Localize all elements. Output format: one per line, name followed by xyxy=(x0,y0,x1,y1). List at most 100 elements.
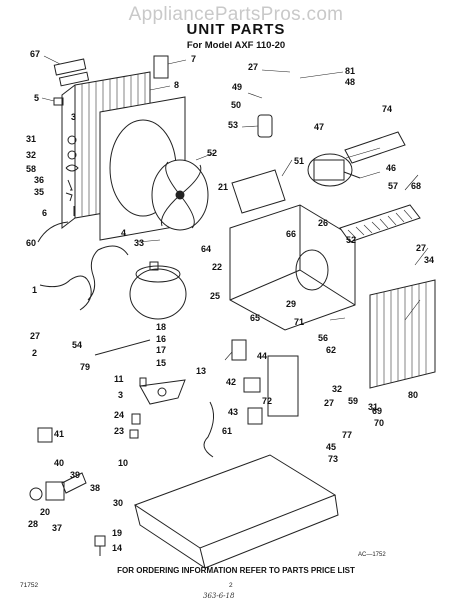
callout-17: 17 xyxy=(156,345,166,355)
run-capacitor xyxy=(257,114,273,138)
callout-71: 71 xyxy=(294,317,304,327)
callout-3b: 3 xyxy=(118,390,123,400)
watermark: AppliancePartsPros.com xyxy=(128,4,344,25)
callout-52b: 52 xyxy=(346,235,356,245)
callout-72: 72 xyxy=(262,396,272,406)
callout-58: 58 xyxy=(26,164,36,174)
callout-3: 3 xyxy=(71,112,76,122)
callout-66: 66 xyxy=(286,229,296,239)
blower-wheel xyxy=(295,249,329,291)
callout-81: 81 xyxy=(345,66,355,76)
callout-50: 50 xyxy=(231,100,241,110)
callout-49: 49 xyxy=(232,82,242,92)
callout-77: 77 xyxy=(342,430,352,440)
suction-tube xyxy=(87,245,129,301)
callout-64: 64 xyxy=(201,244,211,254)
callout-37: 37 xyxy=(52,523,62,533)
callout-18: 18 xyxy=(156,322,166,332)
figure-reference: AC—1752 xyxy=(358,552,386,558)
callout-6: 6 xyxy=(42,208,47,218)
callout-21: 21 xyxy=(218,182,228,192)
top-seal-strip xyxy=(53,58,87,76)
wire-harness xyxy=(39,275,92,311)
callout-2: 2 xyxy=(32,348,37,358)
wire-61 xyxy=(203,401,214,458)
callout-38: 38 xyxy=(90,483,100,493)
callout-29: 29 xyxy=(286,299,296,309)
callout-22: 22 xyxy=(212,262,222,272)
callout-44: 44 xyxy=(257,351,267,361)
callout-27c: 27 xyxy=(30,331,40,341)
callout-23: 23 xyxy=(114,426,124,436)
left-fasteners xyxy=(37,97,79,243)
seal-strip-lower xyxy=(58,71,90,87)
callout-41: 41 xyxy=(54,429,64,439)
callout-1: 1 xyxy=(32,285,37,295)
callout-33: 33 xyxy=(134,238,144,248)
callout-39: 39 xyxy=(70,470,80,480)
callout-27d: 27 xyxy=(324,398,334,408)
callout-26: 26 xyxy=(318,218,328,228)
evaporator-coil xyxy=(369,279,436,389)
callout-15: 15 xyxy=(156,358,166,368)
callout-25: 25 xyxy=(210,291,220,301)
callout-40: 40 xyxy=(54,458,64,468)
condenser-fan-blade xyxy=(151,159,209,231)
relay-43 xyxy=(247,407,263,425)
callout-30: 30 xyxy=(113,498,123,508)
leader-lines xyxy=(41,55,429,361)
air-grille xyxy=(339,204,421,243)
foam-seal-74 xyxy=(344,131,406,164)
callout-53: 53 xyxy=(228,120,238,130)
handwritten-note: 363-6-18 xyxy=(203,592,235,600)
callout-54: 54 xyxy=(72,340,82,350)
callout-4: 4 xyxy=(121,228,126,238)
callout-35: 35 xyxy=(34,187,44,197)
callout-79: 79 xyxy=(80,362,90,372)
callout-46: 46 xyxy=(386,163,396,173)
callout-27b: 27 xyxy=(416,243,426,253)
callout-14: 14 xyxy=(112,543,122,553)
callout-31: 31 xyxy=(26,134,36,144)
callout-80: 80 xyxy=(408,390,418,400)
capacitor-bracket xyxy=(139,379,186,405)
callout-43: 43 xyxy=(228,407,238,417)
callout-28: 28 xyxy=(28,519,38,529)
callout-56: 56 xyxy=(318,333,328,343)
callout-73: 73 xyxy=(328,454,338,464)
callout-60: 60 xyxy=(26,238,36,248)
callout-10: 10 xyxy=(118,458,128,468)
callout-61: 61 xyxy=(222,426,232,436)
chassis-frame xyxy=(229,204,356,331)
callout-34: 34 xyxy=(424,255,434,265)
callout-20: 20 xyxy=(40,507,50,517)
callout-52a: 52 xyxy=(207,148,217,158)
callout-69: 69 xyxy=(372,406,382,416)
document-id: 71752 xyxy=(20,582,39,589)
diagram-title: UNIT PARTS xyxy=(186,21,286,38)
callout-8: 8 xyxy=(174,80,179,90)
callout-27a: 27 xyxy=(248,62,258,72)
callout-45: 45 xyxy=(326,442,336,452)
bracket-pad xyxy=(153,55,169,79)
bolt-79 xyxy=(94,339,151,356)
bottom-left-hardware xyxy=(29,377,147,556)
base-pan xyxy=(133,454,339,570)
terminal-block-15 xyxy=(231,339,247,361)
diagram-subtitle: For Model AXF 110-20 xyxy=(186,40,286,51)
control-plate-44 xyxy=(267,355,299,417)
callout-62: 62 xyxy=(326,345,336,355)
callout-59: 59 xyxy=(348,396,358,406)
callout-19: 19 xyxy=(112,528,122,538)
callout-48: 48 xyxy=(345,77,355,87)
callout-5: 5 xyxy=(34,93,39,103)
callout-68: 68 xyxy=(411,181,421,191)
callout-32b: 32 xyxy=(332,384,342,394)
callout-36: 36 xyxy=(34,175,44,185)
callout-24: 24 xyxy=(114,410,124,420)
callout-31b: 31 xyxy=(368,402,378,412)
callout-13: 13 xyxy=(196,366,206,376)
callout-57: 57 xyxy=(388,181,398,191)
